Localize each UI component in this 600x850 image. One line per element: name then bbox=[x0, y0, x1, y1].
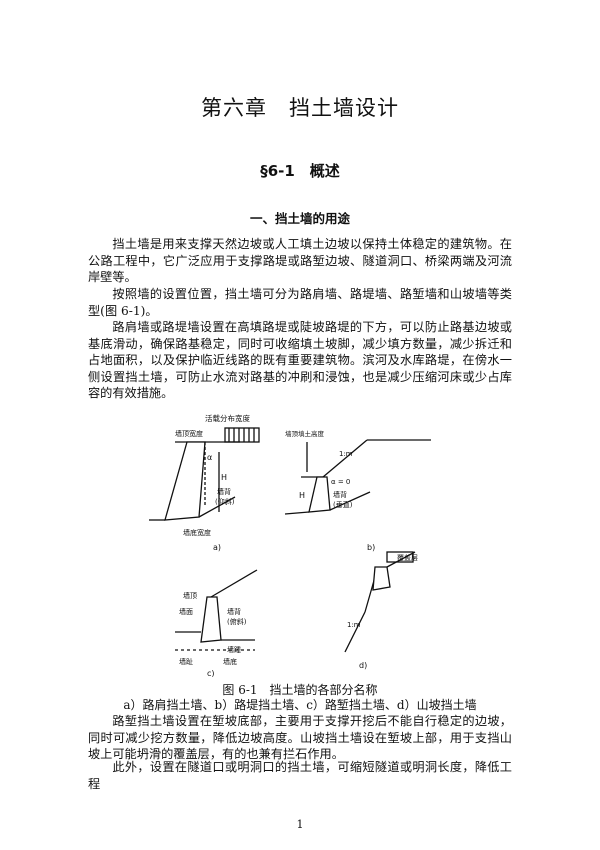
paragraph-types: 按照墙的设置位置，挡土墙可分为路肩墙、路堤墙、路堑墙和山坡墙等类型(图 6-1)… bbox=[88, 287, 512, 318]
label-a-h: H bbox=[221, 473, 227, 482]
label-d-tag: d) bbox=[359, 661, 367, 670]
label-b-h: H bbox=[299, 491, 305, 500]
panel-a-shoulder-wall: 活载分布宽度 墙顶宽度 α H 墙背 (仰斜) 墙底宽度 a) bbox=[149, 413, 260, 552]
label-c-face: 墙面 bbox=[179, 607, 193, 616]
label-b-alpha: α = 0 bbox=[331, 478, 350, 486]
label-b-tag: b) bbox=[367, 543, 375, 552]
label-c-back: 墙背 bbox=[227, 607, 241, 616]
label-d-ratio: 1:m bbox=[347, 621, 361, 629]
label-c-tag: c) bbox=[207, 669, 215, 677]
figure-retaining-wall-diagram: 活载分布宽度 墙顶宽度 α H 墙背 (仰斜) 墙底宽度 a) 1:m 墙顶填土… bbox=[149, 413, 431, 677]
paragraph-purpose: 挡土墙是用来支撑天然边坡或人工填土边坡以保持土体稳定的建筑物。在公路工程中，它广… bbox=[88, 237, 512, 284]
page-number: 1 bbox=[296, 818, 304, 831]
label-c-back2: (俯斜) bbox=[227, 617, 247, 626]
paragraph-cutting-hillside-wall: 路堑挡土墙设置在堑坡底部，主要用于支撑开挖后不能自行稳定的边坡，同时可减少挖方数… bbox=[88, 714, 512, 761]
label-b-ratio: 1:m bbox=[339, 450, 353, 458]
figure-caption: 图 6-1 挡土墙的各部分名称 bbox=[222, 683, 378, 697]
panel-d-hillside-wall: 覆盖层 1:m d) bbox=[344, 551, 418, 670]
paragraph-tunnel-wall: 此外，设置在隧道口或明洞口的挡土墙，可缩短隧道或明洞长度，降低工程 bbox=[88, 760, 512, 791]
label-a-base: 墙底宽度 bbox=[183, 528, 211, 537]
label-c-heel: 墙踵 bbox=[227, 645, 241, 654]
chapter-title: 第六章 挡土墙设计 bbox=[201, 96, 399, 120]
label-c-toe: 墙趾 bbox=[179, 657, 193, 666]
paragraph-shoulder-embankment-wall: 路肩墙或路堤墙设置在高填路堤或陡坡路堤的下方，可以防止路基边坡或基底滑动，确保路… bbox=[88, 320, 512, 400]
label-b-back: 墙背 bbox=[333, 490, 347, 499]
label-c-top: 墙顶 bbox=[183, 591, 197, 600]
label-a-road: 墙顶宽度 bbox=[175, 429, 203, 438]
label-a-load: 活载分布宽度 bbox=[205, 413, 250, 423]
label-a-back2: (仰斜) bbox=[215, 497, 235, 506]
panel-b-embankment-wall: 1:m 墙顶填土高度 α = 0 H 墙背 (垂直) b) bbox=[284, 429, 431, 552]
subsection-title: 一、挡土墙的用途 bbox=[249, 211, 350, 226]
label-a-back: 墙背 bbox=[217, 487, 231, 496]
figure-caption-subtitles: a）路肩挡土墙、b）路堤挡土墙、c）路堑挡土墙、d）山坡挡土墙 bbox=[123, 698, 477, 712]
panel-c-cutting-wall: 墙顶 墙面 墙背 (俯斜) 墙趾 墙踵 墙底 c) bbox=[175, 569, 258, 677]
label-d-cover: 覆盖层 bbox=[397, 553, 418, 562]
section-title: §6-1 概述 bbox=[260, 162, 340, 180]
label-a-alpha: α bbox=[207, 453, 212, 462]
label-a-tag: a) bbox=[213, 543, 221, 552]
label-b-back2: (垂直) bbox=[333, 500, 353, 509]
label-b-fill: 墙顶填土高度 bbox=[285, 429, 325, 438]
label-c-base: 墙底 bbox=[223, 657, 237, 666]
